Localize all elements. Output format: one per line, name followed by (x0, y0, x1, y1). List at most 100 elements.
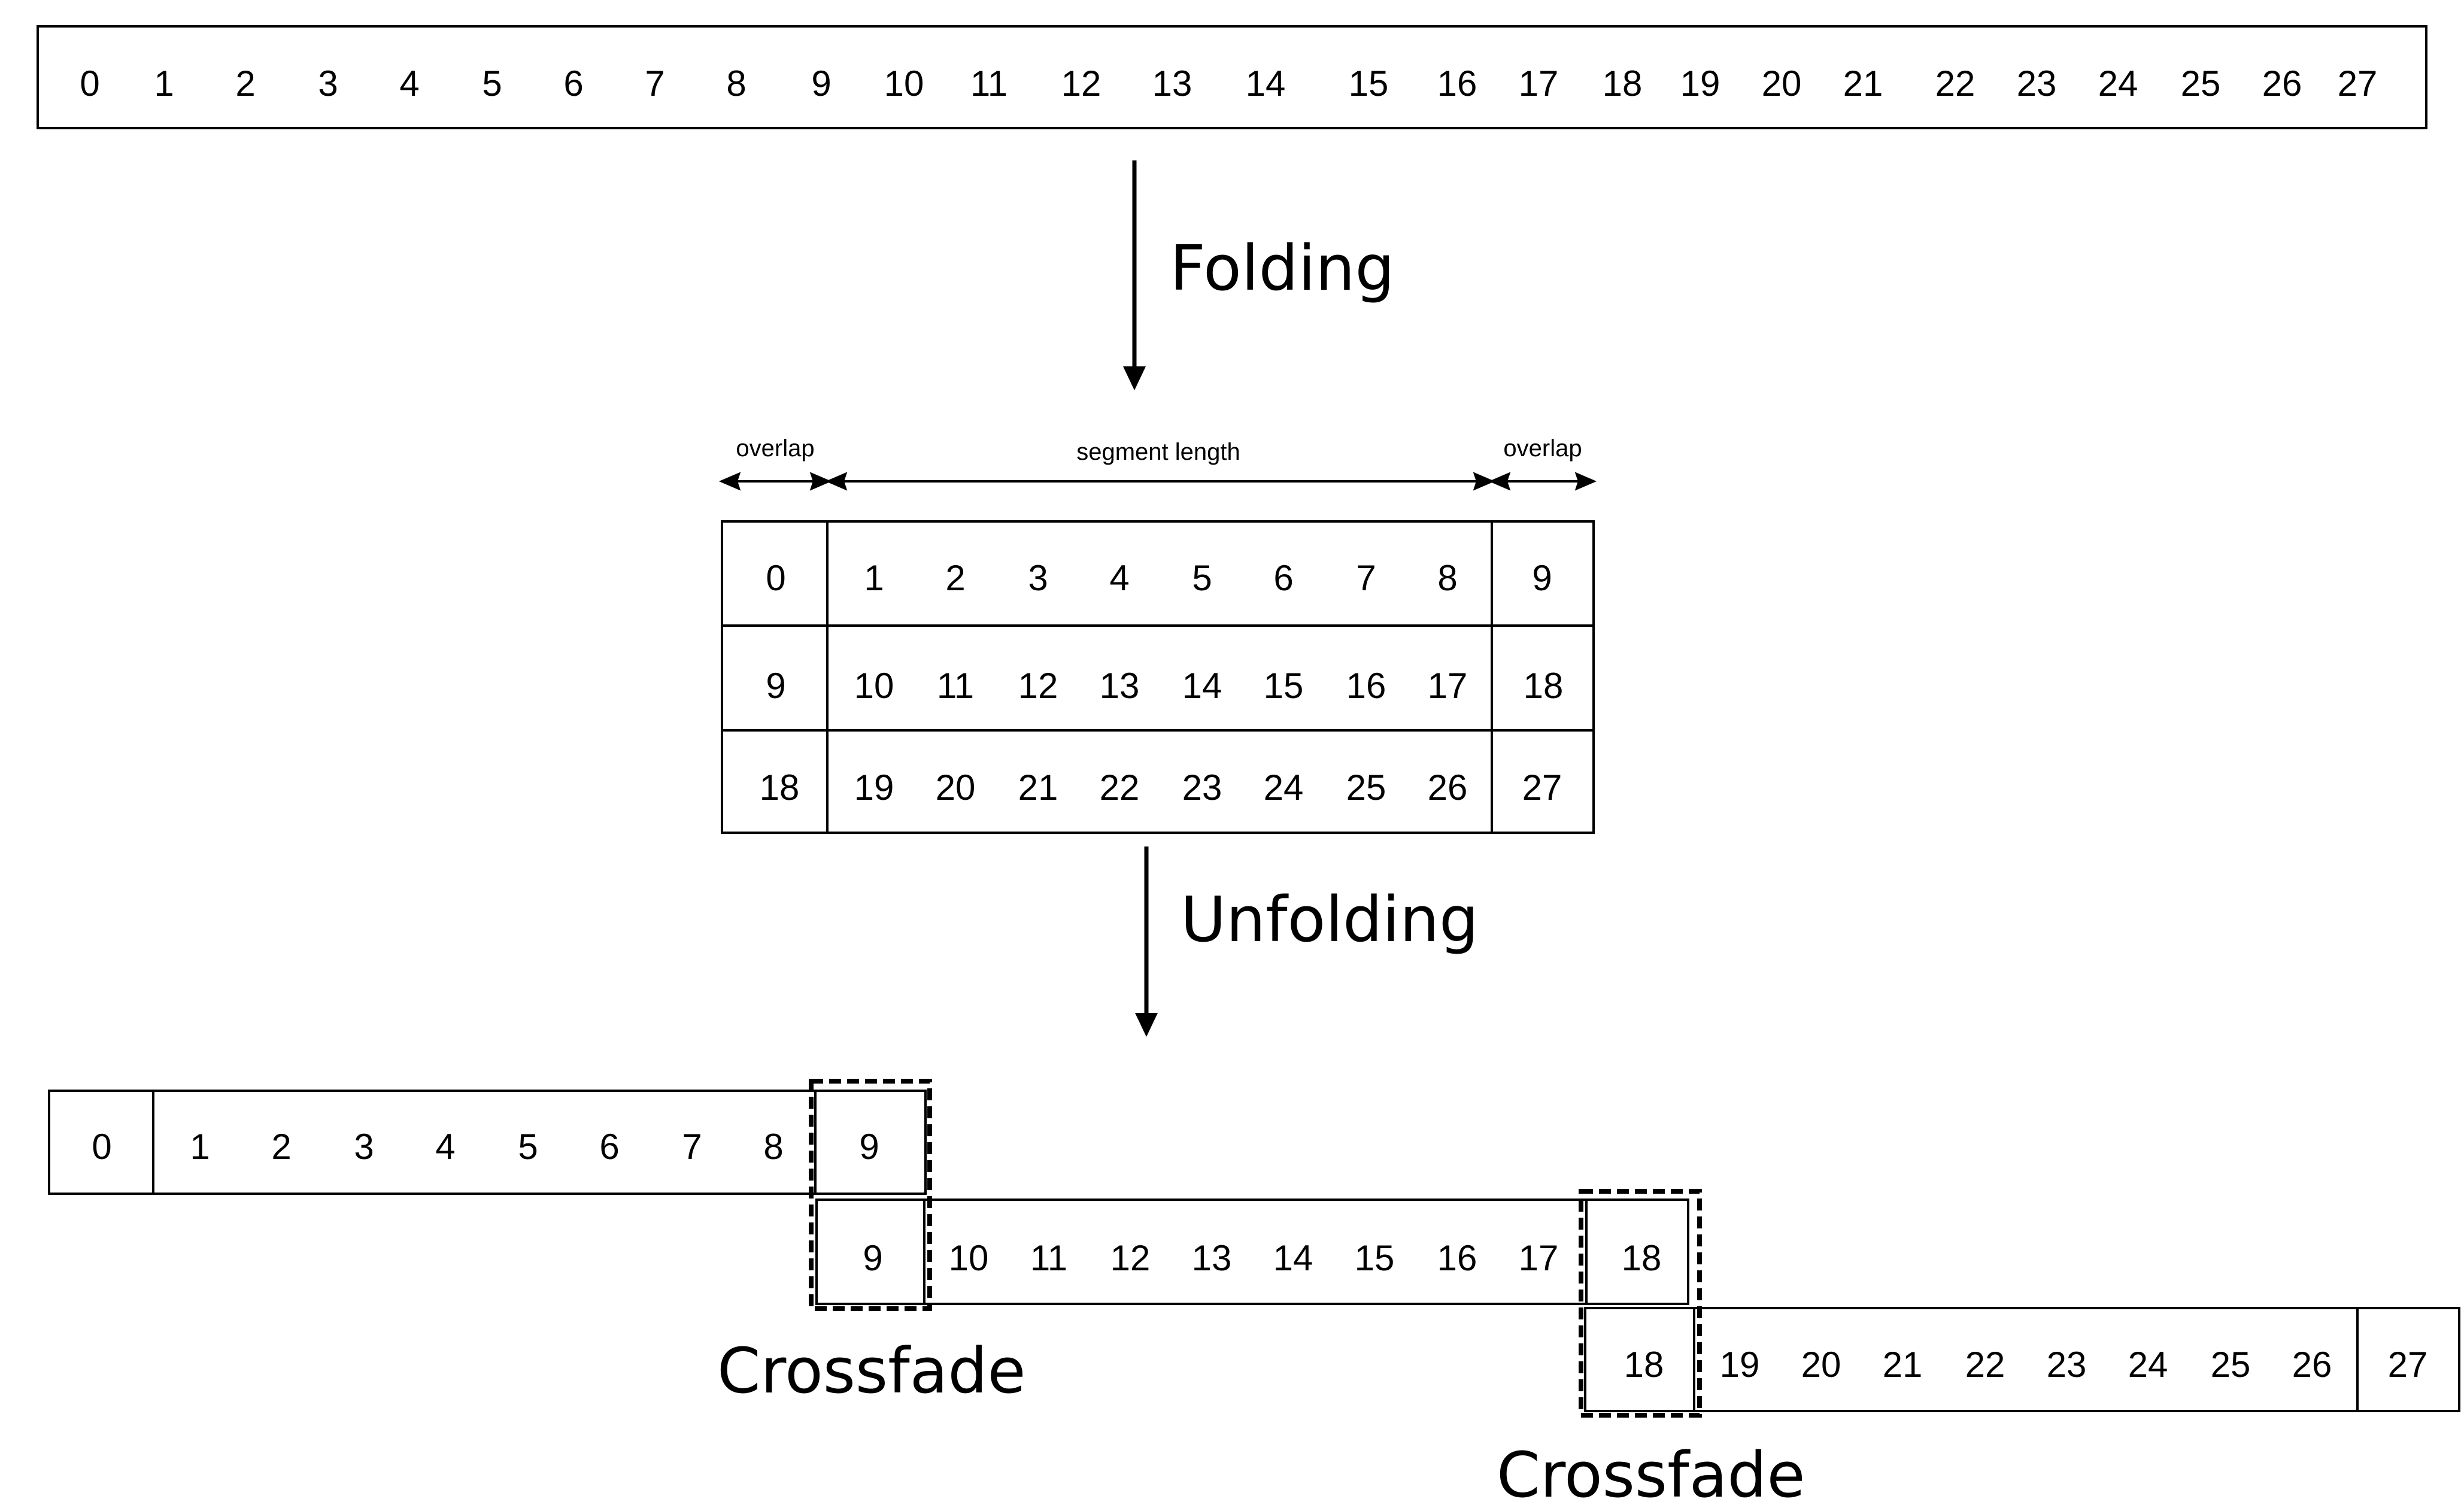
folded-segment-number: 19 (854, 767, 894, 808)
segment-length-label: segment length (1076, 439, 1240, 465)
input-cell-number: 22 (1935, 63, 1976, 104)
crossfade-label-1: Crossfade (717, 1334, 1025, 1407)
folded-overlap-right-number: 27 (1522, 767, 1562, 808)
unfolded-segment-number: 3 (354, 1127, 374, 1167)
input-cell-number: 9 (811, 63, 831, 104)
input-cell-number: 8 (726, 63, 746, 104)
crossfade-label-2: Crossfade (1497, 1439, 1805, 1511)
folded-overlap-left-number: 9 (766, 666, 785, 706)
folded-overlap-left-number: 0 (766, 558, 785, 598)
input-cell-number: 24 (2098, 63, 2138, 104)
crossfade-box-2 (1579, 1189, 1702, 1418)
unfolded-segment-number: 10 (949, 1238, 989, 1278)
input-cell-number: 21 (1843, 63, 1883, 104)
unfolded-segment-number: 23 (2047, 1345, 2087, 1385)
input-cell-number: 17 (1519, 63, 1559, 104)
unfolded-segment-number: 2 (271, 1127, 291, 1167)
input-cell-number: 11 (970, 63, 1008, 104)
unfolded-segment-number: 20 (1801, 1345, 1841, 1385)
folded-segment-number: 24 (1264, 767, 1304, 808)
folded-segment-number: 25 (1346, 767, 1386, 808)
unfolded-segment-number: 5 (518, 1127, 538, 1167)
unfolded-segment-number: 19 (1720, 1345, 1760, 1385)
input-cell-number: 15 (1349, 63, 1389, 104)
unfolded-segment-number: 21 (1883, 1345, 1923, 1385)
folded-segment-number: 14 (1182, 666, 1222, 706)
unfolded-segment-number: 16 (1437, 1238, 1477, 1278)
folded-segment-number: 2 (945, 558, 965, 598)
unfolded-segment-number: 26 (2292, 1345, 2332, 1385)
folding-label: Folding (1170, 232, 1394, 305)
folded-segment-number: 15 (1264, 666, 1304, 706)
unfolded-segment-number: 7 (682, 1127, 702, 1167)
unfolded-segment-number: 1 (190, 1127, 210, 1167)
unfolded-segment-number: 4 (435, 1127, 455, 1167)
unfolded-segment-number: 22 (1965, 1345, 2005, 1385)
unfolded-segment-number: 15 (1355, 1238, 1395, 1278)
dimension-arrows (718, 472, 1597, 491)
unfolded-overlap-right-number: 27 (2388, 1345, 2428, 1385)
folded-segment-number: 21 (1018, 767, 1058, 808)
unfolded-segment-number: 13 (1192, 1238, 1232, 1278)
folded-segment-number: 13 (1100, 666, 1140, 706)
input-cell-number: 26 (2262, 63, 2302, 104)
input-cell-number: 16 (1437, 63, 1477, 104)
crossfade-box-1 (809, 1079, 932, 1311)
folded-segment-number: 7 (1356, 558, 1376, 598)
input-cell-number: 13 (1152, 63, 1192, 104)
unfolded-overlap-left-number: 18 (1624, 1345, 1664, 1385)
overlap-left-label: overlap (736, 435, 814, 462)
folding-arrow (1123, 160, 1146, 390)
folded-segment-number: 17 (1428, 666, 1468, 706)
input-row-box (37, 25, 2427, 129)
overlap-right-label: overlap (1503, 435, 1582, 462)
input-cell-number: 2 (235, 63, 255, 104)
unfolded-overlap-left-number: 0 (92, 1127, 111, 1167)
unfolded-segment-number: 11 (1030, 1238, 1067, 1278)
folded-segment-number: 1 (864, 558, 884, 598)
folded-segment-number: 11 (937, 666, 974, 706)
folded-overlap-right-number: 9 (1532, 558, 1552, 598)
folded-segment-number: 12 (1018, 666, 1058, 706)
folded-segment-number: 8 (1437, 558, 1457, 598)
folded-segment-number: 4 (1109, 558, 1129, 598)
unfolded-row-1-box (48, 1090, 927, 1195)
unfolded-segment-number: 8 (763, 1127, 783, 1167)
input-cell-number: 19 (1680, 63, 1720, 104)
unfolded-segment-number: 25 (2211, 1345, 2251, 1385)
unfolded-overlap-left-number: 9 (863, 1238, 882, 1278)
unfolded-row-2-box (815, 1199, 1689, 1305)
input-cell-number: 27 (2338, 63, 2378, 104)
unfolding-arrow (1135, 846, 1158, 1037)
folded-segment-number: 23 (1182, 767, 1222, 808)
input-cell-number: 5 (482, 63, 502, 104)
unfolding-label: Unfolding (1181, 883, 1479, 956)
unfolded-overlap-right-number: 18 (1622, 1238, 1662, 1278)
input-cell-number: 20 (1762, 63, 1802, 104)
folded-segment-number: 10 (854, 666, 894, 706)
folded-overlap-left-number: 18 (760, 767, 800, 808)
input-cell-number: 14 (1246, 63, 1286, 104)
unfolded-segment-number: 14 (1273, 1238, 1313, 1278)
input-cell-number: 3 (318, 63, 338, 104)
input-cell-number: 7 (645, 63, 664, 104)
folded-segment-number: 16 (1346, 666, 1386, 706)
folded-segment-number: 26 (1428, 767, 1468, 808)
folded-segment-number: 22 (1100, 767, 1140, 808)
folded-segment-number: 5 (1192, 558, 1212, 598)
input-cell-number: 6 (563, 63, 583, 104)
folded-segment-number: 20 (936, 767, 976, 808)
unfolded-segment-number: 17 (1519, 1238, 1559, 1278)
input-cell-number: 12 (1061, 63, 1101, 104)
input-cell-number: 18 (1603, 63, 1643, 104)
folded-table-border (721, 520, 1595, 834)
input-cell-number: 23 (2017, 63, 2057, 104)
input-cell-number: 4 (399, 63, 419, 104)
input-cell-number: 10 (884, 63, 924, 104)
unfolded-segment-number: 24 (2128, 1345, 2168, 1385)
